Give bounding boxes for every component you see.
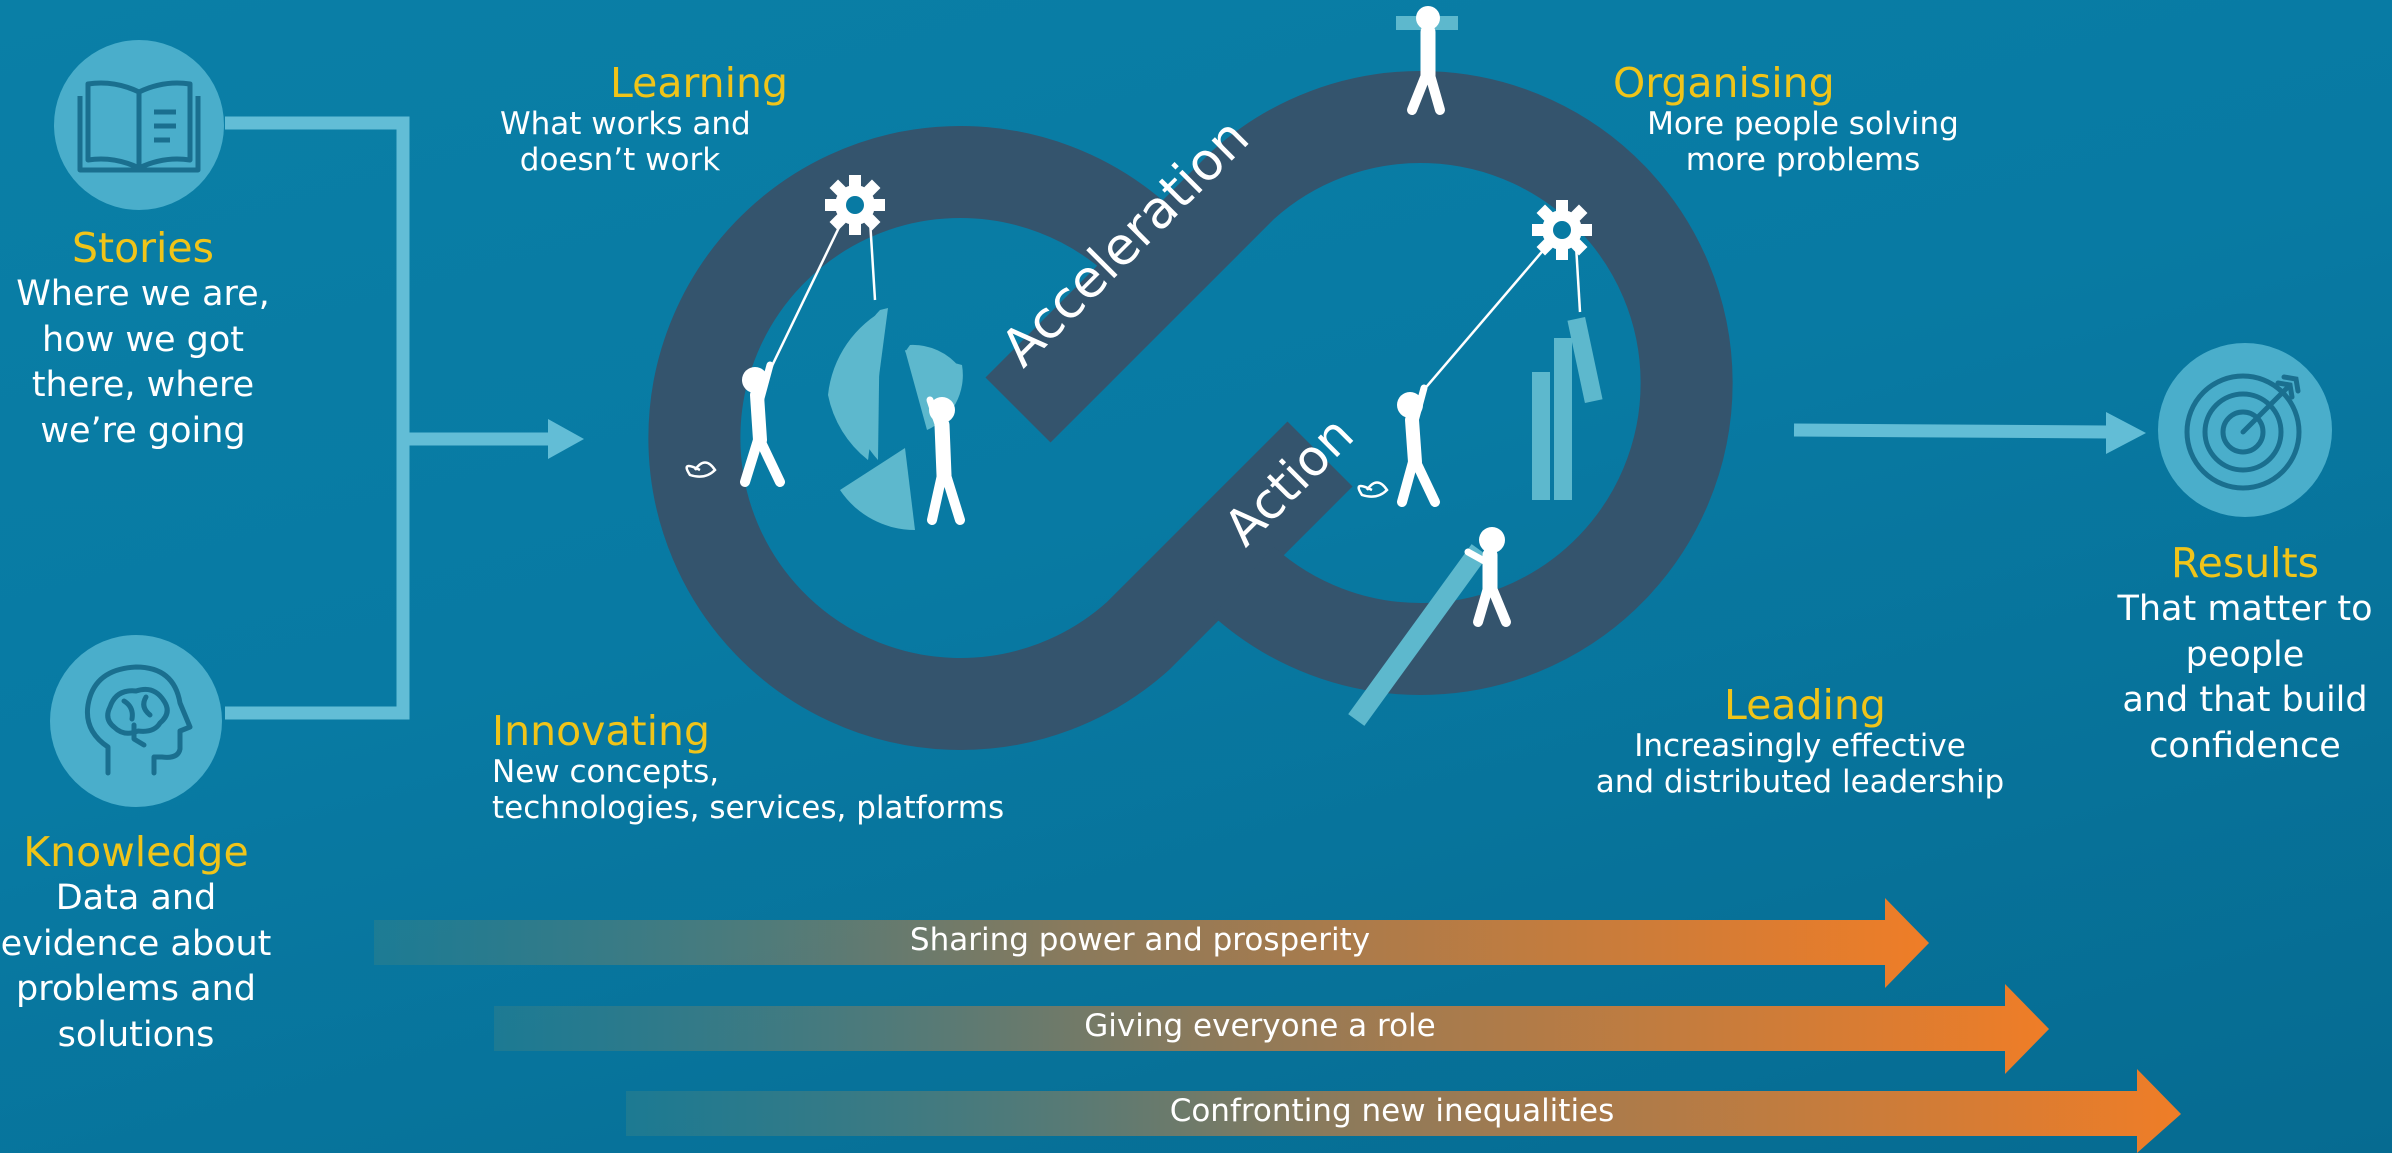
description-line: What works and: [500, 106, 751, 143]
person-icon: [740, 361, 785, 487]
person-icon: [926, 396, 965, 525]
description-line: how we got: [42, 319, 244, 360]
description-line: New concepts,: [492, 754, 720, 791]
stories-icon-circle: [54, 40, 224, 210]
stories-description: Where we are, how we got there, where we…: [0, 272, 286, 454]
learning-description: What works and doesn’t work: [500, 106, 751, 178]
organising-block: Organising More people solving more prob…: [1613, 59, 1983, 178]
output-arrowhead: [2106, 412, 2146, 454]
organising-description: More people solving more problems: [1613, 106, 1973, 178]
description-line: there, where: [31, 365, 255, 406]
description-line: Data and: [55, 878, 217, 919]
input-arrowhead: [548, 419, 584, 459]
infinity-loop: [648, 71, 1733, 750]
book-icon: [77, 80, 201, 173]
head-brain-icon: [84, 664, 193, 776]
description-line: and that build: [2122, 680, 2368, 721]
innovating-block: Innovating New concepts, technologies, s…: [492, 707, 1005, 826]
description-line: technologies, services, platforms: [492, 789, 1005, 826]
person-icon: [1396, 6, 1458, 115]
knowledge-title: Knowledge: [23, 828, 249, 876]
pulley-ropes: [685, 214, 1582, 498]
leading-block: Leading Increasingly effective and distr…: [1595, 681, 2005, 800]
description-line: solutions: [57, 1014, 215, 1055]
description-line: That matter to: [2117, 589, 2373, 630]
knowledge-block: Knowledge Data and evidence about proble…: [0, 828, 272, 1058]
leading-title: Leading: [1724, 681, 1886, 729]
learning-block: Learning What works and doesn’t work: [500, 59, 788, 178]
leading-description: Increasingly effective and distributed l…: [1595, 728, 2005, 800]
description-line: More people solving: [1647, 106, 1959, 143]
principle-arrow-label: Confronting new inequalities: [1169, 1093, 1615, 1129]
knowledge-icon-circle: [50, 635, 222, 807]
output-connector: [1793, 423, 2109, 439]
description-line: Where we are,: [16, 274, 270, 315]
stories-block: Stories Where we are, how we got there, …: [0, 224, 286, 454]
description-line: confidence: [2149, 725, 2341, 766]
description-line: more problems: [1685, 141, 1921, 178]
person-icon: [1397, 384, 1440, 507]
results-title: Results: [2170, 539, 2320, 587]
pie-chart-icon: [828, 308, 963, 531]
description-line: and distributed leadership: [1595, 763, 2005, 800]
knowledge-description: Data and evidence about problems and sol…: [0, 876, 272, 1058]
gear-icon: [825, 175, 885, 235]
principle-arrows: [374, 898, 2181, 1153]
bar-chart-icon: [1348, 317, 1603, 726]
description-line: problems and: [15, 969, 257, 1010]
target-icon: [2184, 373, 2302, 491]
description-line: we’re going: [40, 410, 246, 451]
innovating-description: New concepts, technologies, services, pl…: [492, 754, 1005, 826]
description-line: Increasingly effective: [1634, 728, 1966, 765]
input-connector: [225, 116, 548, 720]
organising-title: Organising: [1613, 59, 1835, 107]
results-description: That matter to people and that build con…: [2100, 587, 2390, 769]
principle-arrow-label: Giving everyone a role: [1084, 1008, 1436, 1044]
results-block: Results That matter to people and that b…: [2100, 539, 2390, 769]
learning-title: Learning: [610, 59, 788, 107]
principle-arrow-label: Sharing power and prosperity: [909, 922, 1371, 958]
description-line: doesn’t work: [519, 141, 721, 178]
gear-icon: [1532, 200, 1592, 260]
description-line: people: [2185, 634, 2305, 675]
stories-title: Stories: [71, 224, 215, 272]
person-icon: [1464, 527, 1511, 627]
description-line: evidence about: [0, 923, 272, 964]
results-icon-circle: [2158, 343, 2332, 517]
innovating-title: Innovating: [492, 707, 711, 755]
